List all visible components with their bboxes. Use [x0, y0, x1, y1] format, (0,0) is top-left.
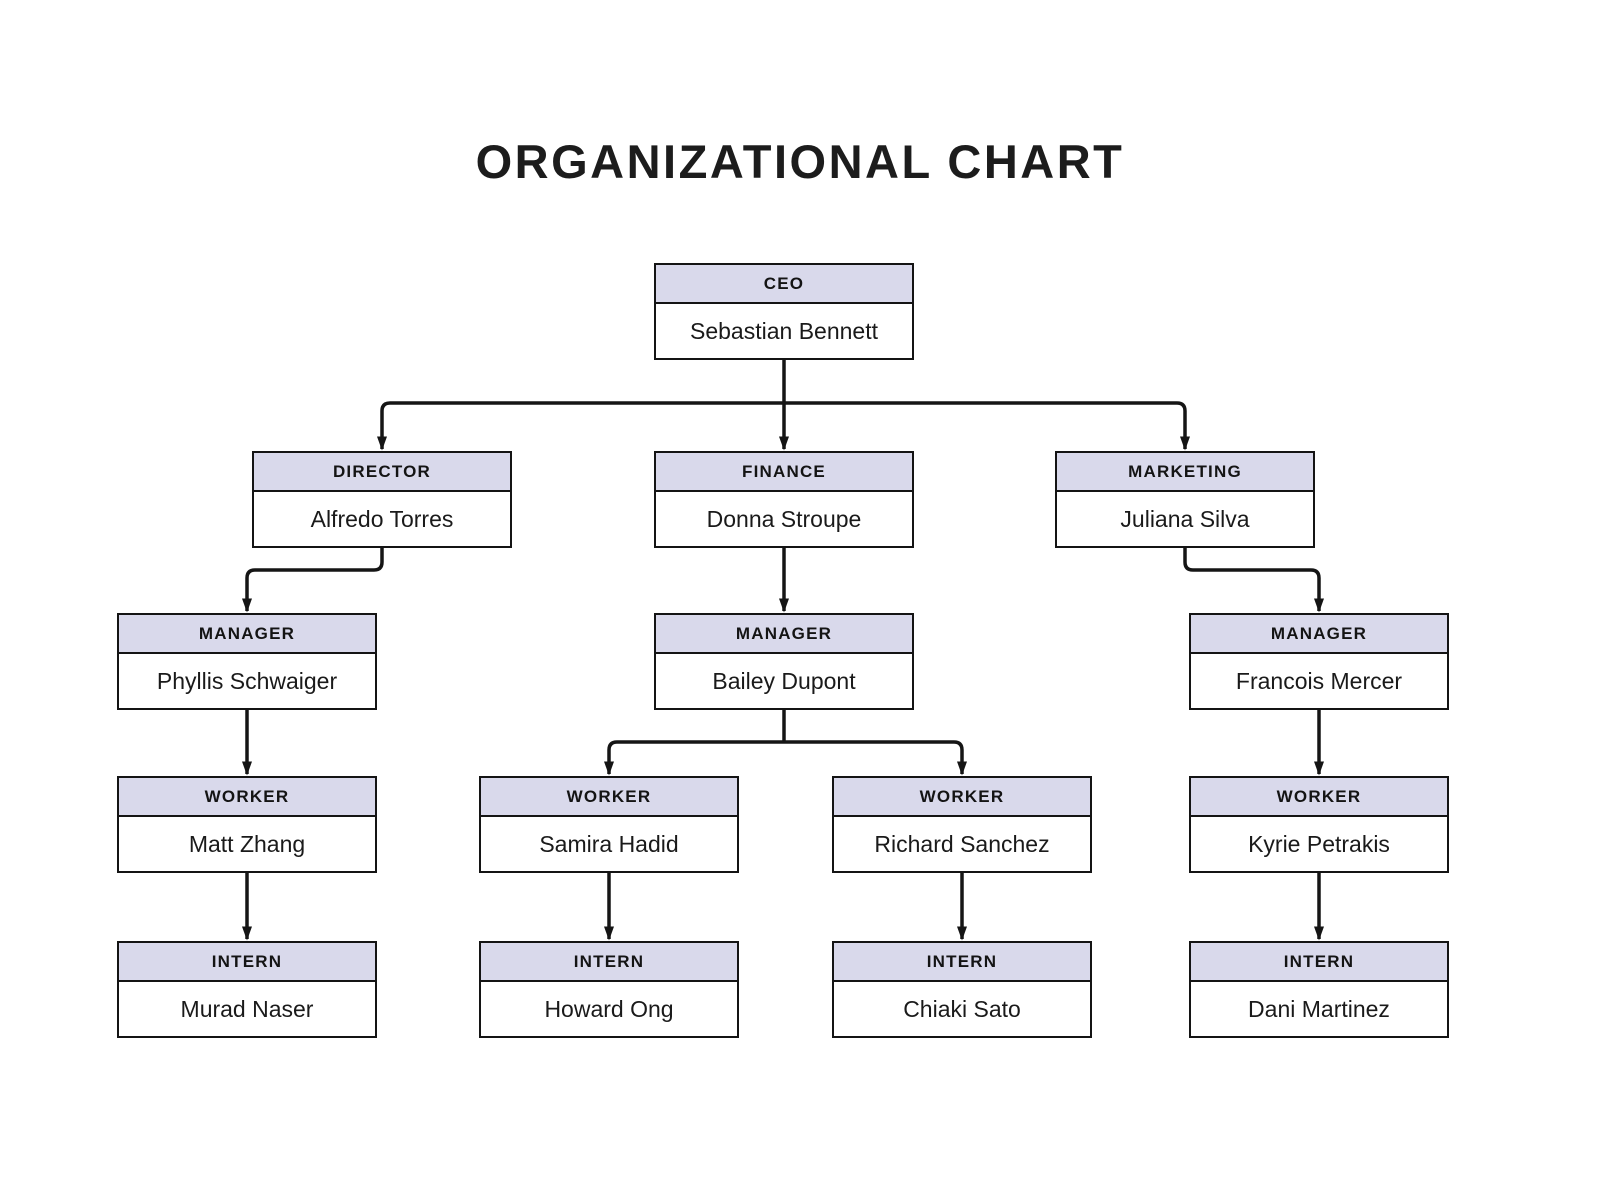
- role-header: WORKER: [834, 778, 1090, 817]
- org-node-director: DIRECTOR Alfredo Torres: [252, 451, 512, 548]
- person-name: Richard Sanchez: [874, 830, 1050, 857]
- org-node-worker-finance-2: WORKER Richard Sanchez: [832, 776, 1092, 873]
- person-name: Francois Mercer: [1235, 667, 1403, 694]
- person-name: Dani Martinez: [1248, 995, 1390, 1022]
- person-name: Alfredo Torres: [310, 505, 454, 532]
- org-node-manager-finance: MANAGER Bailey Dupont: [654, 613, 914, 710]
- org-node-worker-finance-1: WORKER Samira Hadid: [479, 776, 739, 873]
- page-title: ORGANIZATIONAL CHART: [475, 135, 1125, 188]
- role-header: WORKER: [1191, 778, 1447, 817]
- connector-manager-worker-samira: [604, 740, 784, 776]
- role-header: WORKER: [119, 778, 375, 817]
- org-node-worker-marketing: WORKER Kyrie Petrakis: [1189, 776, 1449, 873]
- connector-manager-worker-richard: [784, 740, 967, 776]
- role-header: MARKETING: [1057, 453, 1313, 492]
- org-node-marketing: MARKETING Juliana Silva: [1055, 451, 1315, 548]
- connector-ceo-marketing: [784, 401, 1190, 451]
- role-header: INTERN: [1191, 943, 1447, 982]
- person-name: Kyrie Petrakis: [1248, 830, 1390, 857]
- person-name: Donna Stroupe: [706, 505, 862, 532]
- role-header: CEO: [656, 265, 912, 304]
- org-node-finance: FINANCE Donna Stroupe: [654, 451, 914, 548]
- role-header: FINANCE: [656, 453, 912, 492]
- role-header: DIRECTOR: [254, 453, 510, 492]
- role-header: WORKER: [481, 778, 737, 817]
- org-node-intern-finance-2: INTERN Chiaki Sato: [832, 941, 1092, 1038]
- org-node-ceo: CEO Sebastian Bennett: [654, 263, 914, 360]
- connector-ceo-director: [377, 401, 784, 451]
- person-name: Howard Ong: [544, 995, 674, 1022]
- org-node-intern-director: INTERN Murad Naser: [117, 941, 377, 1038]
- person-name: Chiaki Sato: [903, 995, 1021, 1022]
- org-node-manager-director: MANAGER Phyllis Schwaiger: [117, 613, 377, 710]
- role-header: MANAGER: [1191, 615, 1447, 654]
- connector-director-manager: [242, 548, 384, 613]
- role-header: INTERN: [119, 943, 375, 982]
- person-name: Phyllis Schwaiger: [156, 667, 338, 694]
- org-node-intern-marketing: INTERN Dani Martinez: [1189, 941, 1449, 1038]
- person-name: Sebastian Bennett: [690, 317, 878, 344]
- person-name: Samira Hadid: [539, 830, 679, 857]
- role-header: MANAGER: [119, 615, 375, 654]
- person-name: Matt Zhang: [188, 830, 306, 857]
- role-header: INTERN: [481, 943, 737, 982]
- person-name: Murad Naser: [180, 995, 314, 1022]
- org-node-worker-director: WORKER Matt Zhang: [117, 776, 377, 873]
- org-node-intern-finance-1: INTERN Howard Ong: [479, 941, 739, 1038]
- person-name: Bailey Dupont: [712, 667, 856, 694]
- person-name: Juliana Silva: [1120, 505, 1250, 532]
- org-node-manager-marketing: MANAGER Francois Mercer: [1189, 613, 1449, 710]
- role-header: INTERN: [834, 943, 1090, 982]
- connector-marketing-manager: [1183, 548, 1324, 613]
- role-header: MANAGER: [656, 615, 912, 654]
